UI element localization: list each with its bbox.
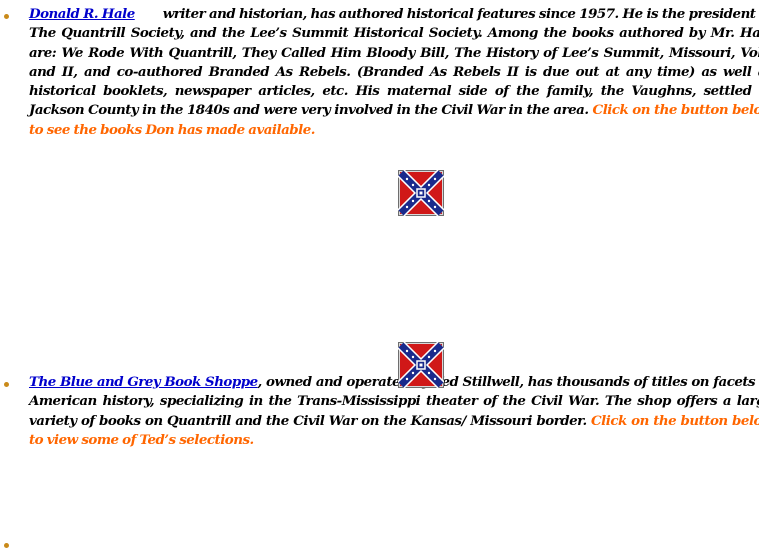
shop-link-blue-grey[interactable]: The Blue and Grey Book Shoppe (29, 374, 258, 391)
ted-selections-button[interactable] (398, 342, 444, 388)
confederate-flag-icon (398, 342, 444, 388)
list-item-bookshoppe: The Blue and Grey Book Shoppe, owned and… (0, 373, 759, 450)
bullet-icon (4, 534, 12, 553)
bullet-icon (4, 5, 12, 24)
shop-description: , owned and operated by Ted Stillwell, h… (29, 374, 759, 429)
cta-text-hale: Click on the button below to see the boo… (29, 102, 759, 138)
confederate-flag-icon (398, 170, 444, 216)
hale-books-button[interactable] (398, 170, 444, 216)
author-bio-hale: writer and historian, has authored histo… (29, 6, 759, 119)
author-link-hale[interactable]: Donald R. Hale (29, 6, 135, 22)
bullet-icon (4, 373, 12, 392)
list-item-empty (0, 534, 759, 553)
